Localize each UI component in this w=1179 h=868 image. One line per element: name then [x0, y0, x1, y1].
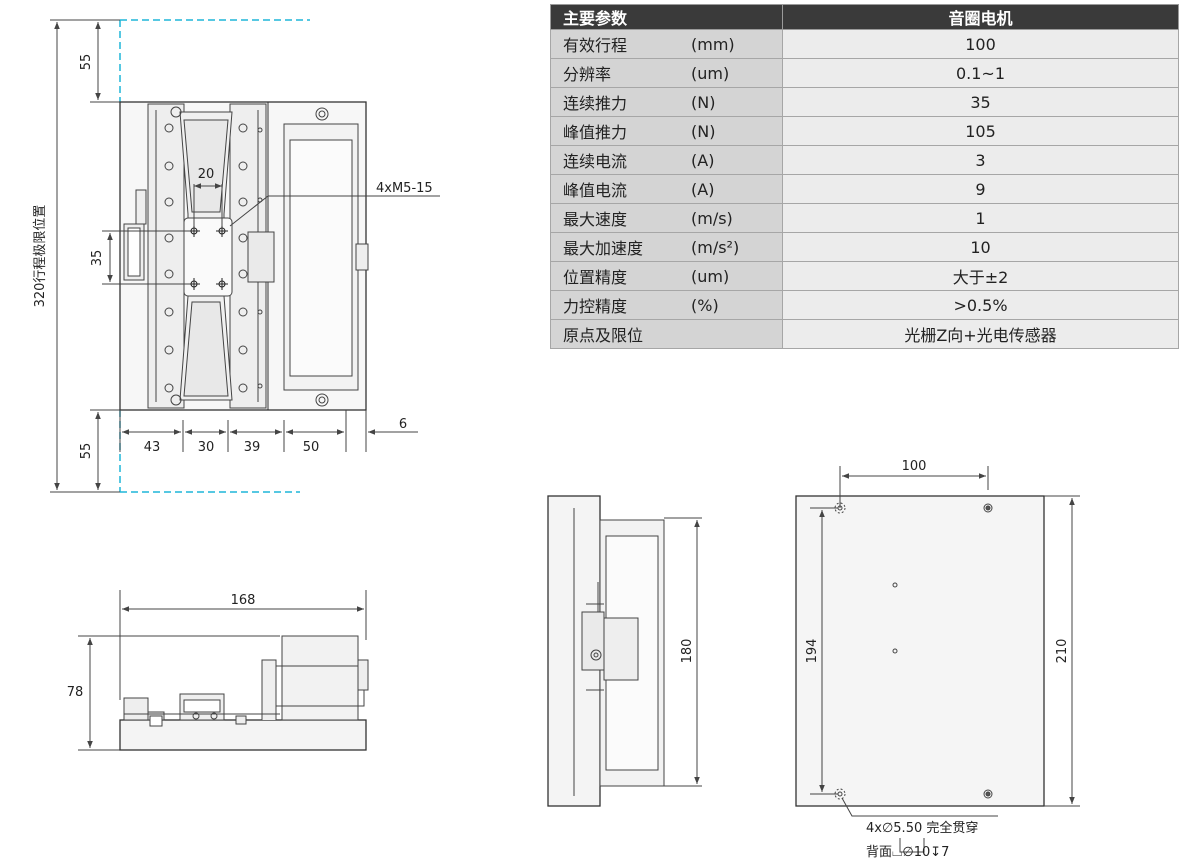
side-height-180: 180 — [680, 639, 695, 664]
rail-screws-left — [164, 123, 174, 393]
table-row: 最大速度 (m/s) 1 — [550, 203, 1179, 233]
front-height-78: 78 — [67, 685, 84, 700]
param-name: 力控精度 — [563, 297, 628, 316]
param-name: 峰值电流 — [563, 181, 628, 200]
param-name: 原点及限位 — [563, 326, 644, 345]
dim-top-55: 55 — [79, 54, 94, 71]
param-name: 分辨率 — [563, 65, 612, 84]
param-name: 最大加速度 — [563, 239, 644, 258]
param-unit: (m/s²) — [691, 238, 740, 257]
dim-35: 35 — [90, 250, 105, 267]
dim-30: 30 — [198, 440, 215, 455]
hole-note: 4x∅5.50 完全贯穿 — [866, 820, 978, 836]
param-value: 光栅Z向+光电传感器 — [782, 319, 1179, 349]
dim-39: 39 — [244, 440, 261, 455]
param-name: 最大速度 — [563, 210, 628, 229]
param-value: 3 — [782, 145, 1179, 175]
spec-table: 主要参数 音圈电机 有效行程 (mm) 100 分辨率 (um) 0.1~1 连续推力 (… — [550, 4, 1179, 349]
rail-screws-right — [238, 123, 263, 393]
dim-20: 20 — [198, 167, 215, 182]
param-name: 连续电流 — [563, 152, 628, 171]
base-outer-210: 210 — [1055, 639, 1070, 664]
dim-6: 6 — [399, 417, 407, 432]
header-value: 音圈电机 — [782, 4, 1179, 30]
param-name: 位置精度 — [563, 268, 628, 287]
table-row: 最大加速度 (m/s²) 10 — [550, 232, 1179, 262]
base-inner-194: 194 — [805, 639, 820, 664]
base-width-100: 100 — [902, 459, 927, 474]
param-unit: (%) — [691, 296, 719, 315]
table-row: 有效行程 (mm) 100 — [550, 29, 1179, 59]
table-row: 连续电流 (A) 3 — [550, 145, 1179, 175]
table-row: 力控精度 (%) >0.5% — [550, 290, 1179, 320]
param-value: 大于±2 — [782, 261, 1179, 291]
stroke-limit-label: 320行程极限位置 — [33, 205, 48, 308]
param-value: 35 — [782, 87, 1179, 117]
param-value: >0.5% — [782, 290, 1179, 320]
dim-50: 50 — [303, 440, 320, 455]
param-unit: (A) — [691, 151, 715, 170]
param-unit: (N) — [691, 122, 716, 141]
param-unit: (N) — [691, 93, 716, 112]
table-row: 峰值电流 (A) 9 — [550, 174, 1179, 204]
param-value: 1 — [782, 203, 1179, 233]
param-value: 0.1~1 — [782, 58, 1179, 88]
table-row: 峰值推力 (N) 105 — [550, 116, 1179, 146]
param-name: 峰值推力 — [563, 123, 628, 142]
param-value: 105 — [782, 116, 1179, 146]
param-unit: (mm) — [691, 35, 735, 54]
side-view — [547, 495, 702, 807]
thread-label: 4xM5-15 — [376, 181, 433, 196]
param-unit: (um) — [691, 267, 730, 286]
param-name: 有效行程 — [563, 36, 628, 55]
front-view — [78, 590, 369, 751]
param-value: 9 — [782, 174, 1179, 204]
table-row: 位置精度 (um) 大于±2 — [550, 261, 1179, 291]
table-row: 连续推力 (N) 35 — [550, 87, 1179, 117]
counterbore-note: 背面⌴∅10↧7 — [866, 845, 949, 860]
front-width-168: 168 — [231, 593, 256, 608]
table-row: 分辨率 (um) 0.1~1 — [550, 58, 1179, 88]
table-row: 原点及限位 光栅Z向+光电传感器 — [550, 319, 1179, 349]
param-unit: (m/s) — [691, 209, 733, 228]
table-header-row: 主要参数 音圈电机 — [550, 4, 1179, 30]
param-value: 100 — [782, 29, 1179, 59]
base-view — [795, 466, 1080, 853]
header-param: 主要参数 — [550, 4, 783, 30]
dim-bottom-55: 55 — [79, 443, 94, 460]
dim-43: 43 — [144, 440, 161, 455]
param-unit: (A) — [691, 180, 715, 199]
param-unit: (um) — [691, 64, 730, 83]
param-value: 10 — [782, 232, 1179, 262]
top-view — [50, 19, 440, 493]
param-name: 连续推力 — [563, 94, 628, 113]
